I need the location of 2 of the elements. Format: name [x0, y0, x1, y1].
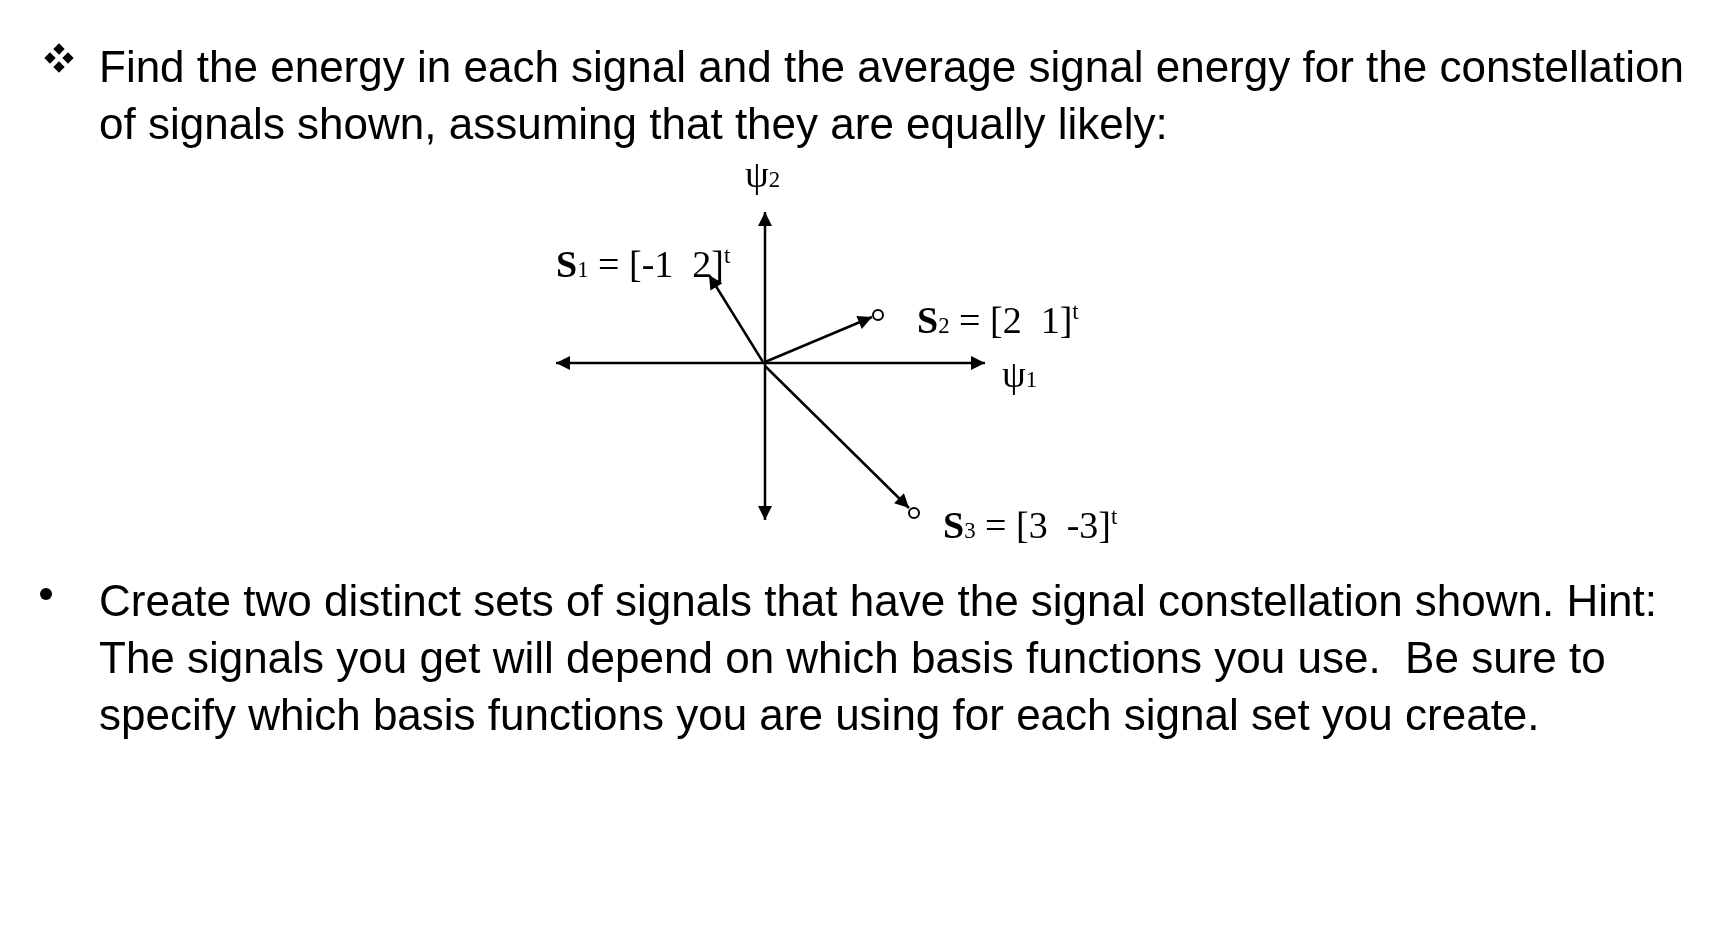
question-text: Find the energy in each signal and the average signal energy for the constellation of signals shown, assuming that they are equally likely:	[99, 41, 1686, 150]
task-text: Create two distinct sets of signals that have the signal constellation shown. Hint: The signals you get will depend on which basis functions you use. Be sure to specify which basis functions you are using for each signal set you create.	[99, 575, 1658, 741]
